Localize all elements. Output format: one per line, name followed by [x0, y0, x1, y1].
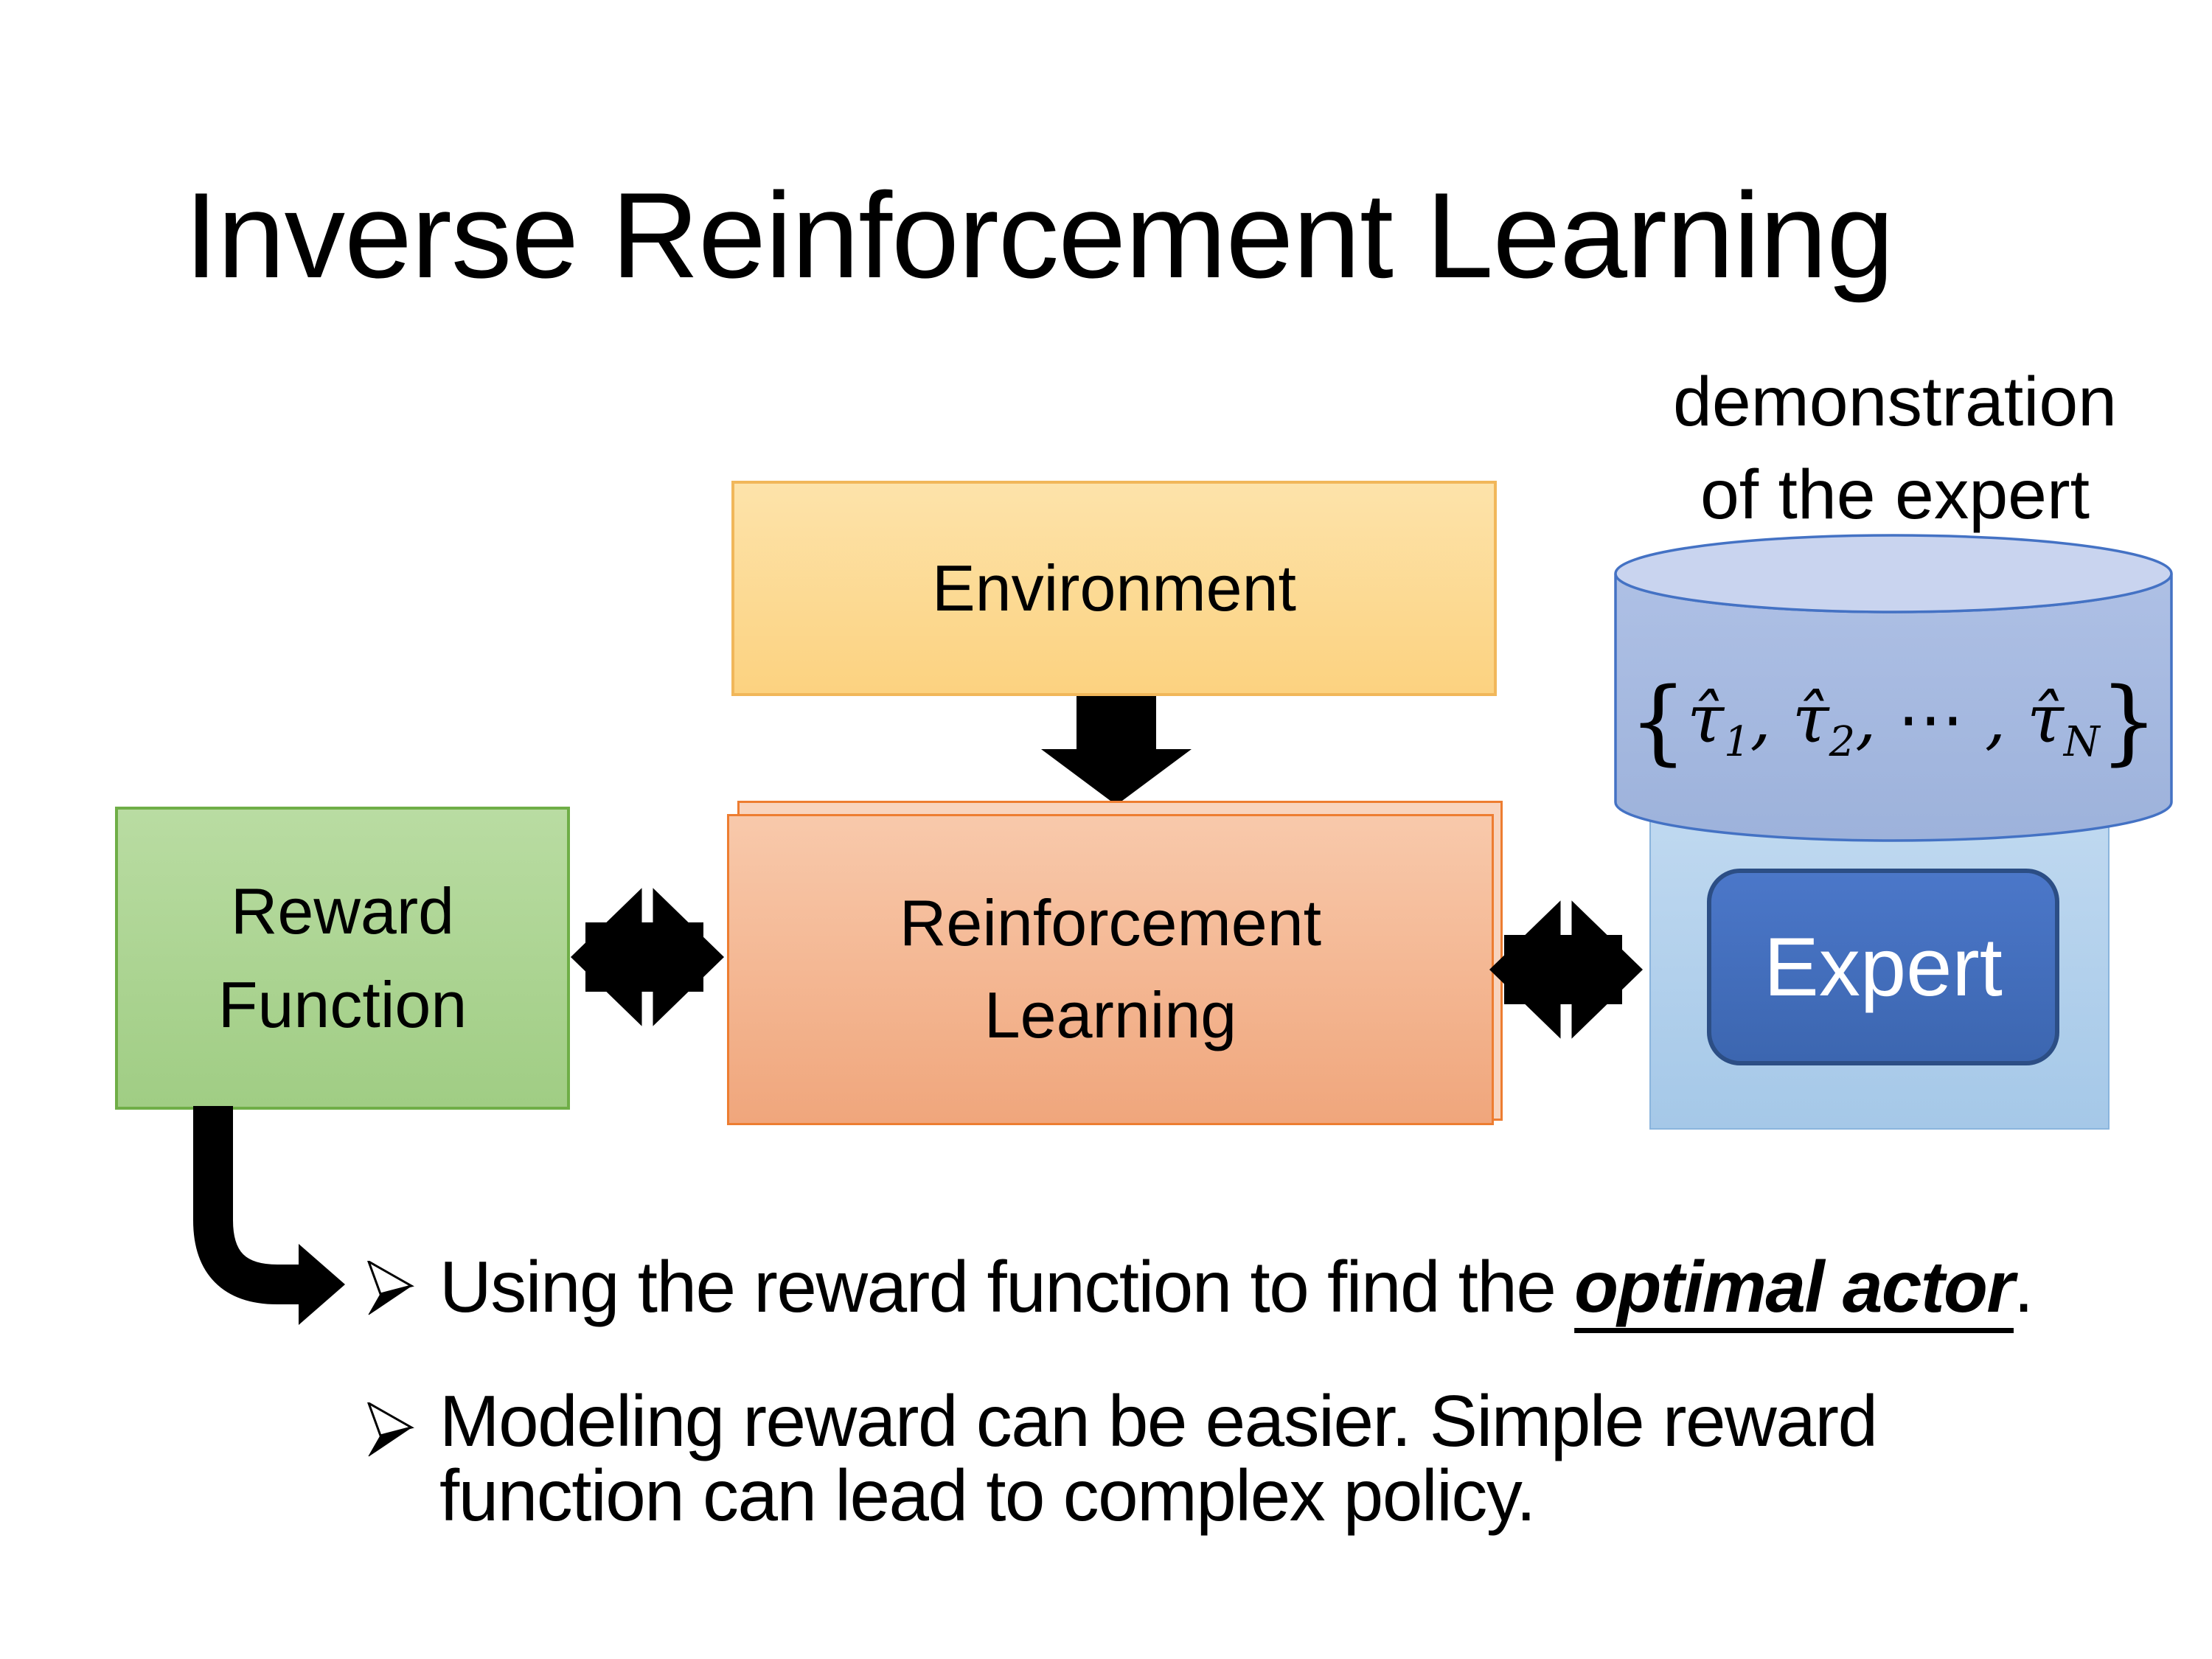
reinforcement-learning-label: Reinforcement Learning [900, 877, 1321, 1062]
reward-function-label-line1: Reward [230, 874, 455, 947]
formula-tau1: τ̂ [1687, 681, 1725, 759]
formula-tau2: τ̂ [1792, 681, 1829, 759]
elbow-arrow-icon [193, 1106, 345, 1325]
environment-box: Environment [731, 481, 1497, 696]
bullet1-prefix: Using the reward function to find the [439, 1246, 1575, 1327]
exchange-arrow-icon-right [1489, 895, 1643, 1044]
reinforcement-learning-box: Reinforcement Learning [727, 814, 1494, 1125]
bullet1-emphasis: optimal actor [1574, 1246, 2014, 1327]
reward-function-label: Reward Function [218, 865, 467, 1051]
demonstration-label: demonstration of the expert [1600, 355, 2190, 542]
bullet2-line2: function can lead to complex policy. [439, 1454, 1536, 1536]
formula-sub1: 1 [1724, 718, 1750, 767]
formula-comma1: , [1750, 681, 1792, 759]
bullet1-suffix: . [2013, 1246, 2034, 1327]
bullet-arrowhead-icon-1 [367, 1261, 414, 1315]
environment-label: Environment [931, 552, 1296, 625]
demonstration-label-line1: demonstration [1672, 363, 2117, 441]
demonstration-label-line2: of the expert [1700, 456, 2090, 535]
formula-open-brace: { [1629, 669, 1688, 775]
formula-subN: N [2063, 718, 2100, 767]
demonstration-database-icon [1614, 534, 2173, 842]
exchange-arrow-icon-left [571, 883, 724, 1032]
formula-sub2: 2 [1829, 718, 1856, 767]
reinforcement-learning-label-line2: Learning [984, 978, 1237, 1051]
reward-function-box: Reward Function [115, 807, 570, 1110]
bullet-arrowhead-icon-2 [367, 1402, 414, 1457]
formula-tauN: τ̂ [2027, 681, 2064, 759]
bullet-item-modeling-reward: Modeling reward can be easier. Simple re… [439, 1384, 2135, 1533]
expert-box: Expert [1707, 869, 2059, 1065]
reward-function-label-line2: Function [218, 967, 467, 1041]
page-title: Inverse Reinforcement Learning [184, 167, 1894, 303]
bullet-item-optimal-actor: Using the reward function to find the op… [439, 1250, 2034, 1324]
reinforcement-learning-label-line1: Reinforcement [899, 886, 1322, 960]
formula-close-brace: } [2099, 669, 2158, 775]
bullet2-line1: Modeling reward can be easier. Simple re… [439, 1380, 1878, 1461]
expert-label: Expert [1764, 921, 2003, 1013]
down-arrow-icon [1041, 696, 1192, 805]
trajectory-set-formula: {τ̂1, τ̂2, ⋯ , τ̂N} [1612, 667, 2175, 777]
formula-dots: , ⋯ , [1855, 681, 2028, 759]
